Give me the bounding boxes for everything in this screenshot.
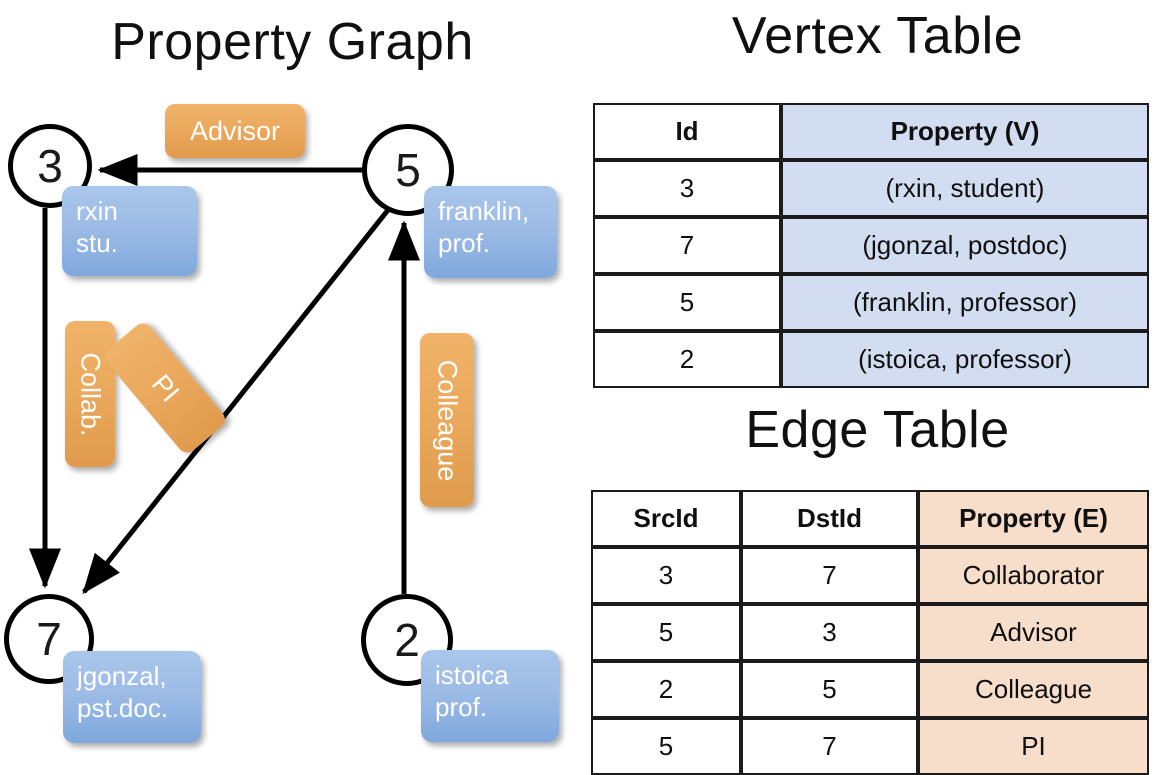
edge-cell-srcid: 3 <box>591 547 741 604</box>
vertex-property-line-2: stu. <box>76 227 118 258</box>
vertex-cell-property: (rxin, student) <box>781 160 1149 217</box>
edge-label-collab-text: Collab. <box>75 351 106 437</box>
edge-label-advisor: Advisor <box>165 104 305 158</box>
edge-cell-property: PI <box>918 718 1149 775</box>
edge-5-to-7-pi <box>82 203 394 594</box>
edge-cell-property: Collaborator <box>918 547 1149 604</box>
edge-table: SrcId DstId Property (E) 3 7 Collaborato… <box>591 490 1149 775</box>
vertex-table-header-property: Property (V) <box>781 103 1149 160</box>
vertex-cell-property: (istoica, professor) <box>781 331 1149 388</box>
vertex-cell-property: (jgonzal, postdoc) <box>781 217 1149 274</box>
edge-label-collab: Collab. <box>65 321 115 467</box>
table-row[interactable]: 2 5 Colleague <box>591 661 1149 718</box>
vertex-property-box-rxin: rxin stu. <box>62 186 197 276</box>
edge-table-header-property: Property (E) <box>918 490 1149 547</box>
table-row[interactable]: 7 (jgonzal, postdoc) <box>593 217 1149 274</box>
edge-cell-srcid: 5 <box>591 718 741 775</box>
table-row[interactable]: 3 7 Collaborator <box>591 547 1149 604</box>
edge-table-header-dstid: DstId <box>741 490 918 547</box>
page-title-edge-table: Edge Table <box>745 401 1010 459</box>
edge-table-header-row: SrcId DstId Property (E) <box>591 490 1149 547</box>
page-title-property-graph: Property Graph <box>111 13 474 71</box>
vertex-table: Id Property (V) 3 (rxin, student) 7 (jgo… <box>593 103 1149 388</box>
table-row[interactable]: 5 3 Advisor <box>591 604 1149 661</box>
table-row[interactable]: 5 (franklin, professor) <box>593 274 1149 331</box>
vertex-table-header-id: Id <box>593 103 781 160</box>
edge-label-colleague-text: Colleague <box>432 359 463 481</box>
edge-cell-property: Advisor <box>918 604 1149 661</box>
vertex-property-box-franklin: franklin, prof. <box>424 186 557 278</box>
page-title-vertex-table: Vertex Table <box>731 7 1024 65</box>
edge-cell-dstid: 3 <box>741 604 918 661</box>
table-row[interactable]: 5 7 PI <box>591 718 1149 775</box>
edge-cell-dstid: 7 <box>741 718 918 775</box>
vertex-property-line-1: franklin, <box>438 196 530 226</box>
vertex-table-header-row: Id Property (V) <box>593 103 1149 160</box>
vertex-cell-property: (franklin, professor) <box>781 274 1149 331</box>
property-graph-panel: 3 5 7 2 rxin stu. franklin, prof. jgonza… <box>0 0 585 760</box>
vertex-property-line-1: istoica <box>435 660 509 690</box>
edge-label-colleague: Colleague <box>420 333 474 507</box>
edge-table-header-srcid: SrcId <box>591 490 741 547</box>
vertex-cell-id: 5 <box>593 274 781 331</box>
vertex-cell-id: 2 <box>593 331 781 388</box>
vertex-property-box-jgonzal: jgonzal, pst.doc. <box>63 651 201 743</box>
vertex-cell-id: 7 <box>593 217 781 274</box>
edge-cell-srcid: 5 <box>591 604 741 661</box>
edge-cell-srcid: 2 <box>591 661 741 718</box>
vertex-cell-id: 3 <box>593 160 781 217</box>
edge-cell-property: Colleague <box>918 661 1149 718</box>
vertex-property-line-1: rxin <box>76 196 118 226</box>
edge-cell-dstid: 5 <box>741 661 918 718</box>
vertex-property-box-istoica: istoica prof. <box>421 650 559 742</box>
table-row[interactable]: 3 (rxin, student) <box>593 160 1149 217</box>
graph-node-5[interactable]: 5 <box>362 124 454 216</box>
edge-cell-dstid: 7 <box>741 547 918 604</box>
edge-label-pi-text: PI <box>145 368 186 408</box>
vertex-property-line-1: jgonzal, <box>77 661 167 691</box>
vertex-property-line-2: pst.doc. <box>77 692 169 723</box>
graph-node-2[interactable]: 2 <box>361 594 453 686</box>
vertex-property-line-2: prof. <box>438 227 491 258</box>
vertex-property-line-2: prof. <box>435 691 488 722</box>
graph-edges-svg <box>29 154 420 594</box>
table-row[interactable]: 2 (istoica, professor) <box>593 331 1149 388</box>
